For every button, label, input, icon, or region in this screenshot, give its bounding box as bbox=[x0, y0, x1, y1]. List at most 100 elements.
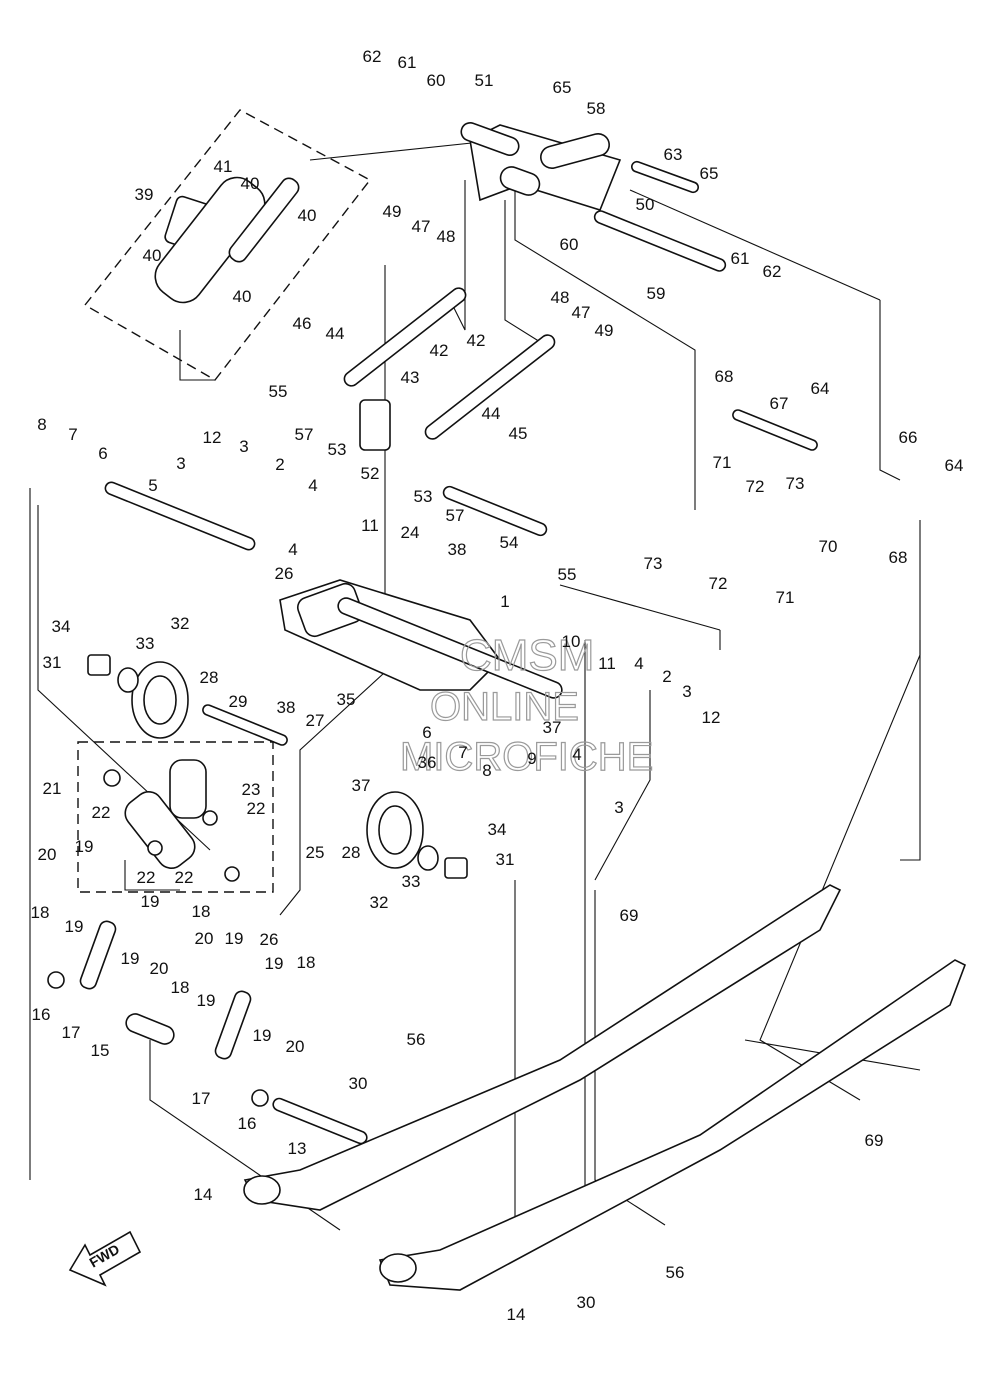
part-callout: 32 bbox=[370, 893, 389, 912]
part-callout: 35 bbox=[337, 690, 356, 709]
part-callout: 28 bbox=[200, 668, 219, 687]
part-callout: 65 bbox=[553, 78, 572, 97]
part-callout: 22 bbox=[137, 868, 156, 887]
part-callout: 4 bbox=[572, 745, 581, 764]
part-callout: 47 bbox=[572, 303, 591, 322]
part-callout: 57 bbox=[295, 425, 314, 444]
part-callout: 40 bbox=[143, 246, 162, 265]
part-callout: 16 bbox=[32, 1005, 51, 1024]
part-callout: 26 bbox=[260, 930, 279, 949]
part-callout: 52 bbox=[361, 464, 380, 483]
part-callout: 56 bbox=[407, 1030, 426, 1049]
part-callout: 57 bbox=[446, 506, 465, 525]
part-callout: 38 bbox=[277, 698, 296, 717]
part-callout: 53 bbox=[414, 487, 433, 506]
part-callout: 51 bbox=[475, 71, 494, 90]
part-callout: 37 bbox=[543, 718, 562, 737]
part-callout: 71 bbox=[713, 453, 732, 472]
part-callout: 3 bbox=[239, 437, 248, 456]
part-callout: 20 bbox=[195, 929, 214, 948]
part-callout: 34 bbox=[488, 820, 507, 839]
upper-pivot-arm bbox=[460, 122, 622, 211]
part-callout: 8 bbox=[37, 415, 46, 434]
part-callout: 30 bbox=[577, 1293, 596, 1312]
part-callout: 69 bbox=[620, 906, 639, 925]
part-callout: 13 bbox=[288, 1139, 307, 1158]
part-callout: 37 bbox=[352, 776, 371, 795]
part-callout: 31 bbox=[43, 653, 62, 672]
part-callout: 62 bbox=[763, 262, 782, 281]
slide-rails bbox=[243, 884, 967, 1291]
part-callout: 68 bbox=[889, 548, 908, 567]
part-callout: 42 bbox=[430, 341, 449, 360]
part-callout: 18 bbox=[171, 978, 190, 997]
part-callout: 42 bbox=[467, 331, 486, 350]
part-callout: 4 bbox=[308, 476, 317, 495]
part-callout: 3 bbox=[176, 454, 185, 473]
part-callout: 70 bbox=[819, 537, 838, 556]
part-callout: 40 bbox=[233, 287, 252, 306]
part-callout: 10 bbox=[562, 632, 581, 651]
part-callout: 67 bbox=[770, 394, 789, 413]
part-callout: 48 bbox=[437, 227, 456, 246]
part-callout: 18 bbox=[297, 953, 316, 972]
part-callout: 25 bbox=[306, 843, 325, 862]
part-callout: 54 bbox=[500, 533, 519, 552]
part-callout: 6 bbox=[422, 723, 431, 742]
part-callout: 27 bbox=[306, 711, 325, 730]
part-callout: 19 bbox=[197, 991, 216, 1010]
part-callout: 7 bbox=[68, 425, 77, 444]
rear-shock-box bbox=[77, 741, 274, 893]
part-callout: 60 bbox=[560, 235, 579, 254]
part-callout: 4 bbox=[288, 540, 297, 559]
idler-wheels bbox=[87, 654, 468, 879]
part-callout: 12 bbox=[203, 428, 222, 447]
part-callout: 61 bbox=[398, 53, 417, 72]
part-callout: 3 bbox=[682, 682, 691, 701]
part-callout: 33 bbox=[136, 634, 155, 653]
part-callout: 45 bbox=[509, 424, 528, 443]
part-callout: 19 bbox=[65, 917, 84, 936]
part-callout: 11 bbox=[361, 516, 379, 535]
part-callout: 60 bbox=[427, 71, 446, 90]
lower-links bbox=[47, 920, 269, 1107]
part-callout: 2 bbox=[275, 455, 284, 474]
part-callout: 58 bbox=[587, 99, 606, 118]
part-callout: 49 bbox=[595, 321, 614, 340]
part-callout: 73 bbox=[644, 554, 663, 573]
fwd-arrow: FWD bbox=[68, 1230, 142, 1287]
part-callout: 43 bbox=[401, 368, 420, 387]
part-callout: 11 bbox=[598, 654, 616, 673]
part-callout: 59 bbox=[647, 284, 666, 303]
part-callout: 50 bbox=[636, 195, 655, 214]
watermark-line-3: MICROFICHE bbox=[400, 735, 653, 779]
part-callout: 23 bbox=[242, 780, 261, 799]
part-callout: 39 bbox=[135, 185, 154, 204]
part-callout: 18 bbox=[192, 902, 211, 921]
part-callout: 22 bbox=[92, 803, 111, 822]
part-callout: 14 bbox=[507, 1305, 526, 1324]
part-callout: 17 bbox=[192, 1089, 211, 1108]
part-callout: 22 bbox=[175, 868, 194, 887]
part-callout: 46 bbox=[293, 314, 312, 333]
part-callout: 21 bbox=[43, 779, 62, 798]
part-callout: 38 bbox=[448, 540, 467, 559]
front-shock bbox=[154, 176, 300, 304]
part-callout: 40 bbox=[298, 206, 317, 225]
part-callout: 19 bbox=[265, 954, 284, 973]
part-callout: 12 bbox=[702, 708, 721, 727]
part-callout: 65 bbox=[700, 164, 719, 183]
part-callout: 29 bbox=[229, 692, 248, 711]
part-callout: 73 bbox=[786, 474, 805, 493]
part-callout: 72 bbox=[709, 574, 728, 593]
shafts bbox=[104, 160, 818, 1145]
part-callout: 14 bbox=[194, 1185, 213, 1204]
part-callout: 32 bbox=[171, 614, 190, 633]
part-callout: 5 bbox=[148, 476, 157, 495]
part-callout: 62 bbox=[363, 47, 382, 66]
part-callout: 41 bbox=[214, 157, 233, 176]
part-callout: 19 bbox=[253, 1026, 272, 1045]
part-callout: 2 bbox=[662, 667, 671, 686]
part-callout: 49 bbox=[383, 202, 402, 221]
